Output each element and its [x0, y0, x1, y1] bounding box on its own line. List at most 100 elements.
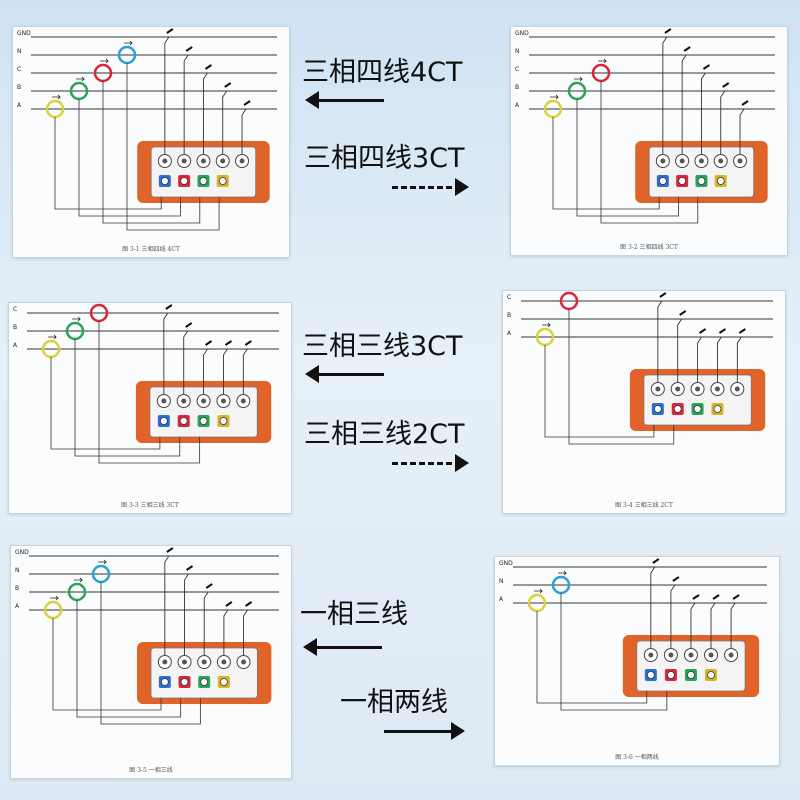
ct-lead: [54, 117, 162, 210]
voltage-terminal-pin: [220, 158, 226, 164]
direction-arrow-icon: [534, 588, 543, 594]
ct-lead: [50, 357, 161, 450]
clip-icon: [652, 558, 660, 564]
bus-label: B: [507, 312, 511, 319]
ct-lead: [102, 81, 201, 224]
voltage-lead: [681, 54, 687, 154]
ct-lead: [126, 63, 220, 231]
right-arrow-icon: [384, 722, 465, 740]
voltage-terminal-pin: [201, 398, 207, 404]
bus-label: B: [15, 585, 19, 592]
clip-icon: [732, 594, 740, 600]
ct-lead: [600, 81, 699, 224]
diagram-caption: 图 3-4 三相三线 2CT: [615, 502, 673, 509]
current-terminal-pin: [658, 177, 667, 185]
diagram-caption: 图 3-2 三相四线 3CT: [620, 244, 678, 251]
bus-label: GND: [15, 549, 29, 556]
direction-arrow-icon: [98, 559, 107, 565]
direction-arrow-icon: [550, 94, 559, 100]
mode-label: 三相三线2CT: [304, 419, 465, 450]
voltage-lead: [203, 591, 209, 655]
current-terminal-pin: [160, 177, 169, 185]
bus-label: GND: [17, 30, 31, 37]
voltage-terminal-pin: [241, 659, 247, 665]
clip-icon: [659, 292, 667, 298]
direction-arrow-icon: [598, 58, 607, 64]
voltage-lead: [223, 609, 229, 655]
direction-arrow-icon: [50, 595, 59, 601]
direction-arrow-icon: [76, 76, 85, 82]
bus-label: GND: [499, 560, 513, 567]
voltage-terminal-pin: [708, 652, 714, 658]
current-terminal-pin: [199, 417, 208, 425]
voltage-lead: [710, 602, 716, 648]
direction-arrow-icon: [52, 94, 61, 100]
clip-icon: [712, 594, 720, 600]
bus-label: A: [13, 342, 18, 349]
current-terminal-pin: [707, 671, 715, 679]
ct-lead: [98, 321, 201, 464]
clip-icon: [699, 328, 707, 334]
ct-lead: [552, 117, 660, 210]
bus-label: C: [515, 66, 519, 73]
voltage-lead: [164, 555, 170, 655]
wiring-diagram: CBA: [13, 303, 279, 464]
voltage-terminal-pin: [648, 652, 654, 658]
current-terminal-pin: [678, 177, 687, 185]
ct-lead: [536, 611, 648, 704]
bus-label: N: [499, 578, 504, 585]
voltage-terminal-pin: [718, 158, 724, 164]
clip-icon: [718, 328, 727, 334]
bus-label: B: [13, 324, 17, 331]
voltage-lead: [700, 72, 706, 154]
current-terminal-pin: [687, 671, 695, 679]
voltage-terminal-pin: [695, 386, 701, 392]
left-arrow-icon: [303, 638, 382, 656]
current-terminal-pin: [673, 405, 682, 413]
ct-lead: [74, 339, 181, 457]
clip-icon: [224, 82, 232, 88]
voltage-terminal-pin: [714, 386, 720, 392]
mode-label: 三相四线4CT: [302, 57, 463, 88]
clip-icon: [244, 340, 252, 346]
clip-icon: [166, 28, 174, 34]
current-terminal-pin: [697, 177, 706, 185]
voltage-lead: [242, 348, 248, 394]
right-arrow-icon: [392, 454, 469, 472]
current-terminal-pin: [219, 678, 228, 686]
current-terminal-pin: [199, 177, 208, 185]
right-arrow-icon: [392, 178, 469, 196]
clip-icon: [679, 310, 687, 316]
current-terminal-pin: [693, 405, 702, 413]
voltage-terminal-pin: [239, 158, 245, 164]
voltage-terminal-pin: [655, 386, 661, 392]
current-terminal-pin: [180, 678, 189, 686]
current-terminal-pin: [200, 678, 209, 686]
diagram-caption: 图 3-1 三相四线 4CT: [122, 246, 180, 253]
current-terminal-pin: [179, 417, 188, 425]
ct-lead: [78, 99, 181, 217]
bus-label: A: [15, 603, 20, 610]
voltage-terminal-pin: [698, 158, 704, 164]
left-arrow-icon: [305, 91, 384, 109]
voltage-terminal-pin: [161, 398, 167, 404]
voltage-terminal-pin: [734, 386, 740, 392]
voltage-lead: [184, 573, 189, 655]
voltage-terminal-pin: [679, 158, 685, 164]
current-terminal-pin: [159, 417, 168, 425]
current-terminal-pin: [646, 671, 655, 679]
current-terminal-pin: [716, 177, 725, 185]
diagram-caption: 图 3-3 三相三线 3CT: [121, 502, 179, 509]
bus-label: A: [17, 102, 22, 109]
current-terminal-pin: [219, 417, 228, 425]
voltage-terminal-pin: [181, 398, 187, 404]
voltage-terminal-pin: [181, 158, 187, 164]
